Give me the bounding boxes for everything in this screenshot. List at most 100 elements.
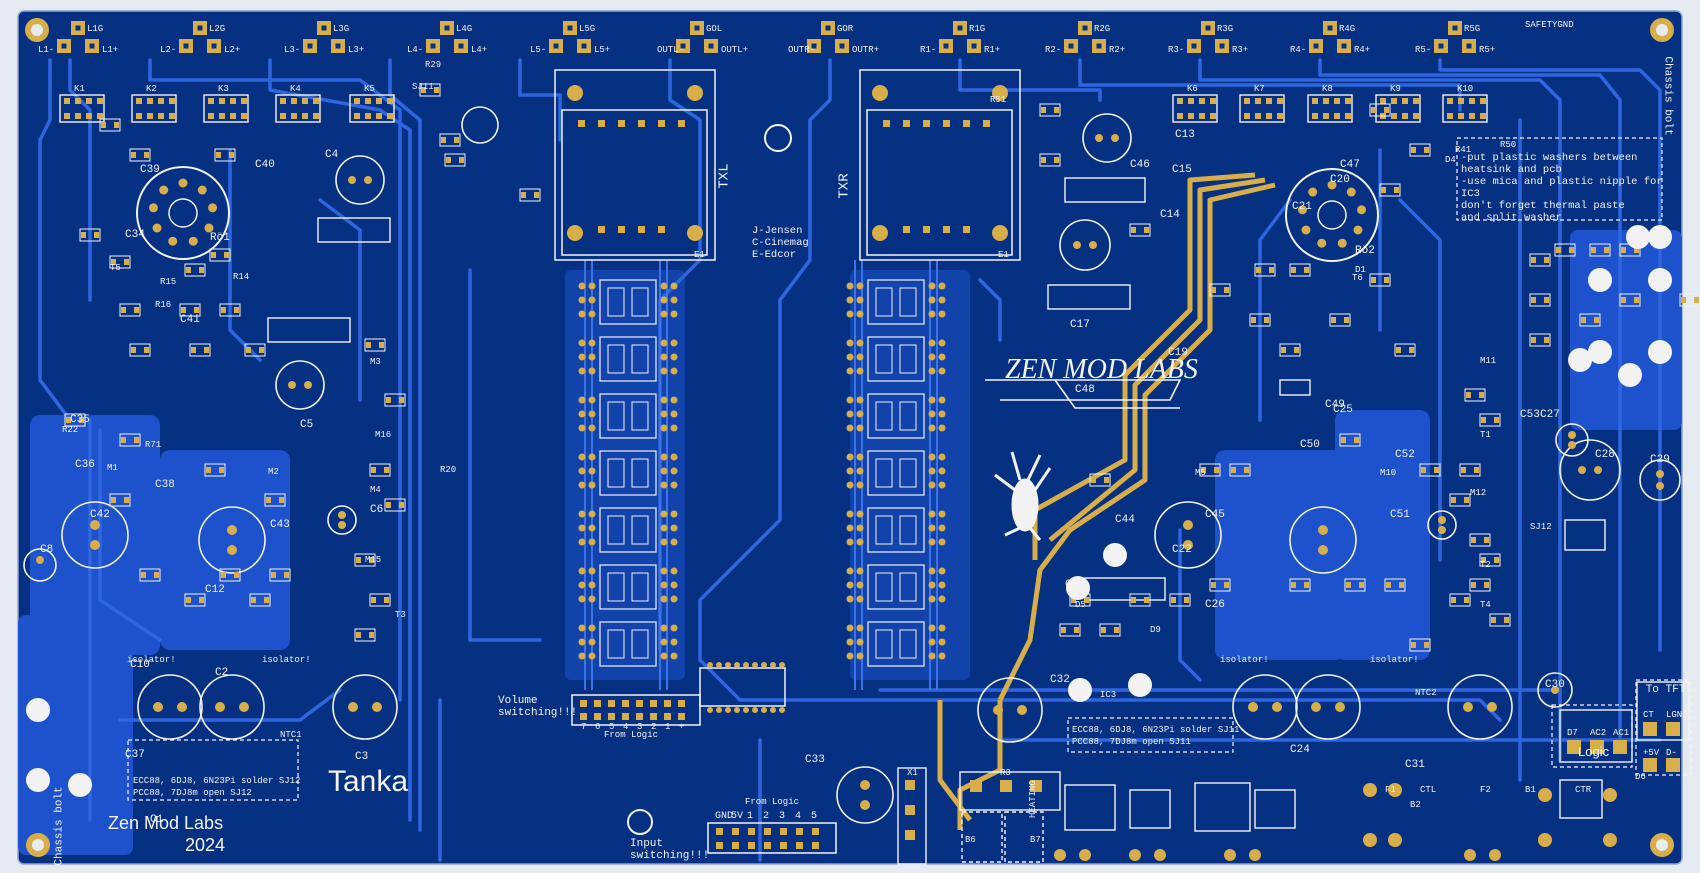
component-ref-label: CT bbox=[1643, 710, 1654, 720]
smd-component bbox=[1384, 578, 1406, 592]
smd-component bbox=[1394, 343, 1416, 357]
component-ref-label: M15 bbox=[365, 555, 382, 565]
component-ref-label: R41 bbox=[1455, 145, 1472, 155]
connector-label-ground: L2G bbox=[209, 24, 226, 34]
ladder-cell bbox=[578, 393, 678, 439]
silk-boxes bbox=[127, 137, 1692, 801]
ladder-cell bbox=[578, 279, 678, 325]
component-ref-label: R20 bbox=[440, 465, 457, 475]
capacitor-label: C49 bbox=[1325, 399, 1345, 411]
capacitor-label: C25 bbox=[1333, 404, 1353, 416]
capacitor-label: C35 bbox=[70, 414, 90, 426]
smd-component bbox=[1459, 463, 1481, 477]
capacitor-label: C13 bbox=[1175, 129, 1195, 141]
component-ref-label: B6 bbox=[965, 835, 976, 845]
isolator-label-3: isolator! bbox=[1220, 655, 1269, 665]
header-pin-label: 4 bbox=[795, 811, 802, 822]
ribbon-headers bbox=[571, 667, 837, 854]
component-ref-label: SJ12 bbox=[1530, 522, 1552, 532]
smd-component bbox=[1469, 533, 1491, 547]
isolator-label-4: isolator! bbox=[1370, 655, 1419, 665]
connector-label-pos: L1+ bbox=[102, 45, 119, 55]
connector-label-neg: L1- bbox=[38, 45, 55, 55]
connector-label-neg: OUTR- bbox=[788, 45, 816, 55]
component-ref-label: R3 bbox=[1000, 768, 1011, 778]
capacitor-label: C27 bbox=[1540, 409, 1560, 421]
component-ref-label: M16 bbox=[375, 430, 392, 440]
from-logic-label-1: From Logic bbox=[604, 730, 659, 740]
capacitor-label: C31 bbox=[1405, 759, 1425, 771]
smd-component bbox=[1449, 493, 1471, 507]
ladder-cell bbox=[846, 336, 946, 382]
safety-gnd-label: SAFETYGND bbox=[1525, 20, 1574, 30]
connector-label-pos: L3+ bbox=[348, 45, 365, 55]
tube-socket-left bbox=[136, 166, 230, 260]
header-pin-label: 7 bbox=[581, 722, 587, 732]
header-pin-label: 2 bbox=[763, 811, 770, 822]
capacitor-label: C23 bbox=[1065, 579, 1085, 591]
capacitor-label: C22 bbox=[1172, 544, 1192, 556]
connector-label-pos: R2+ bbox=[1109, 45, 1126, 55]
connector-label-pos: L4+ bbox=[471, 45, 488, 55]
ladder-cell bbox=[578, 336, 678, 382]
tube-socket-left-label: Rö1 bbox=[210, 232, 230, 244]
connector-r3g bbox=[1187, 21, 1229, 53]
connector-label-neg: R3- bbox=[1168, 45, 1185, 55]
capacitor-label: C12 bbox=[205, 584, 225, 596]
smd-component bbox=[244, 343, 266, 357]
ladder-cell bbox=[846, 564, 946, 610]
component-ref-label: D9 bbox=[1150, 625, 1161, 635]
smd-component bbox=[219, 303, 241, 317]
connector-label-neg: R1- bbox=[920, 45, 937, 55]
ladder-traces bbox=[584, 260, 938, 690]
isolator-label-1: isolator! bbox=[127, 655, 176, 665]
ladder-cell bbox=[578, 564, 678, 610]
connector-label-ground: L4G bbox=[456, 24, 473, 34]
ladder-cell bbox=[846, 450, 946, 496]
smd-component bbox=[369, 593, 391, 607]
component-ref-label: R29 bbox=[425, 60, 442, 70]
smd-component bbox=[1344, 578, 1366, 592]
ladder-cell bbox=[578, 450, 678, 496]
component-ref-label: M10 bbox=[1380, 468, 1397, 478]
relay-k3 bbox=[203, 94, 249, 123]
capacitor-label: C33 bbox=[805, 754, 825, 766]
smd-component bbox=[1039, 153, 1061, 167]
relay-k5 bbox=[349, 94, 395, 123]
smd-component bbox=[269, 568, 291, 582]
relay-k1 bbox=[59, 94, 105, 123]
header-pin-label: 5V bbox=[731, 811, 744, 822]
smd-component bbox=[1409, 143, 1431, 157]
component-ref-label: T4 bbox=[1480, 600, 1491, 610]
smd-component bbox=[1529, 253, 1551, 267]
smd-component bbox=[1099, 623, 1121, 637]
connector-label-ground: R2G bbox=[1094, 24, 1111, 34]
smd-component bbox=[1619, 293, 1641, 307]
capacitor-label: C53 bbox=[1520, 409, 1540, 421]
connector-label-neg: L3- bbox=[284, 45, 301, 55]
smd-component bbox=[369, 463, 391, 477]
smd-component bbox=[1579, 313, 1601, 327]
connector-label-pos: R4+ bbox=[1354, 45, 1371, 55]
connector-r1g bbox=[939, 21, 981, 53]
maker-name: Zen Mod Labs bbox=[108, 813, 224, 833]
smd-component bbox=[1039, 103, 1061, 117]
smd-component bbox=[1679, 293, 1700, 307]
logic-label: Logic bbox=[1578, 744, 1610, 759]
smd-component bbox=[79, 228, 101, 242]
component-ref-label: B7 bbox=[1030, 835, 1041, 845]
txl-frame-label: E1 bbox=[694, 250, 705, 260]
component-ref-label: M12 bbox=[1470, 488, 1487, 498]
smd-component bbox=[99, 118, 121, 132]
connector-label-ground: L1G bbox=[87, 24, 104, 34]
connector-label-ground: R4G bbox=[1339, 24, 1356, 34]
relay-row bbox=[59, 94, 1488, 123]
power-pads bbox=[905, 722, 1680, 861]
component-ref-label: LGND bbox=[1666, 710, 1688, 720]
capacitor-label: C4 bbox=[325, 149, 339, 161]
connector-label-ground: L5G bbox=[579, 24, 596, 34]
connector-r2g bbox=[1064, 21, 1106, 53]
component-ref-label: T2 bbox=[1480, 560, 1491, 570]
